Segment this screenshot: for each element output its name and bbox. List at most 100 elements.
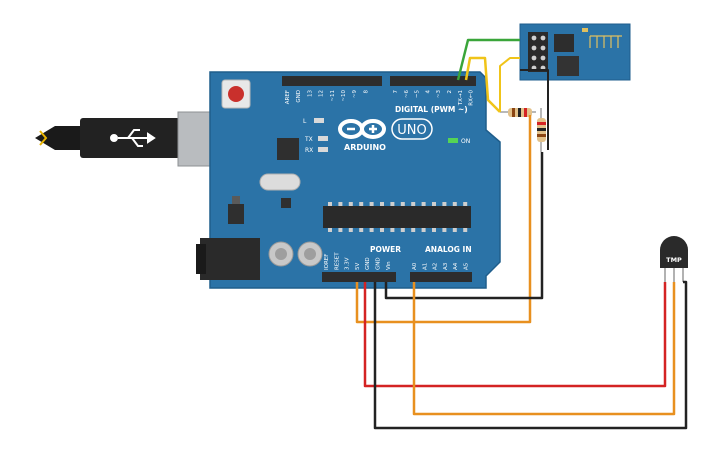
svg-text:RX: RX (305, 147, 313, 154)
top-pin-label-3: 12 (319, 90, 325, 97)
chip-pin (348, 228, 353, 232)
power-header-title: POWER (370, 245, 401, 254)
analog-pin-label-4: A4 (453, 262, 459, 270)
chip-pin (359, 202, 364, 206)
svg-text:TX: TX (304, 136, 313, 143)
esp-pin[interactable] (540, 45, 546, 51)
digital-header-title: DIGITAL (PWM ~) (395, 105, 468, 114)
top-pin-label-4: ~11 (330, 90, 336, 102)
power-pin-label-2: 3.3V (345, 257, 351, 270)
chip-pin (452, 202, 457, 206)
chip-pin (380, 202, 384, 206)
small-chip (281, 198, 291, 208)
chip-pin (369, 228, 374, 232)
chip-pin (432, 228, 436, 232)
analog-pin-label-0: A0 (412, 262, 418, 270)
svg-text:L: L (303, 118, 307, 125)
capacitors (268, 241, 323, 267)
chip-pin (328, 202, 332, 206)
chip-pin (421, 202, 426, 206)
crystal-oscillator (259, 173, 301, 191)
tmp36-temperature-sensor[interactable]: TMP (660, 236, 688, 282)
wire-yellow[interactable] (464, 56, 501, 113)
model-label: UNO (397, 123, 426, 138)
brand-label: ARDUINO (344, 143, 386, 152)
esp-pin[interactable] (540, 55, 546, 61)
esp-pin[interactable] (531, 55, 537, 61)
power-led: ON (448, 138, 470, 145)
analog-header-title: ANALOG IN (425, 245, 472, 254)
analog-pin-label-2: A2 (433, 263, 439, 270)
wire-black-gnd-sensor[interactable] (373, 280, 688, 430)
chip-pin (463, 228, 468, 232)
top-pin-label-15: RX←0 (469, 90, 475, 106)
top-pin-label-2: 13 (307, 90, 313, 97)
chip-pin (452, 228, 457, 232)
analog-pin-label-5: A5 (464, 262, 470, 270)
usb-interface-chip (277, 138, 299, 160)
wire-green[interactable] (456, 38, 520, 81)
dc-power-jack[interactable] (196, 238, 260, 280)
top-pin-label-11: 4 (425, 90, 431, 94)
wire-black-esp[interactable] (520, 69, 549, 150)
chip-pin (463, 202, 468, 206)
chip-pin (400, 202, 405, 206)
analog-pin-labels: A0 A1 A2 A3 A4 A5 (412, 262, 470, 270)
esp8266-wifi-module[interactable] (519, 23, 631, 81)
reset-button[interactable] (221, 79, 251, 109)
esp-pin[interactable] (531, 35, 537, 41)
power-header (322, 272, 396, 282)
usb-icon (110, 129, 156, 147)
chip-pin (380, 228, 384, 232)
uno-badge: UNO (391, 118, 433, 140)
power-pin-label-4: GND (365, 257, 371, 270)
chip-pin (411, 202, 416, 206)
top-pin-label-13: 2 (447, 90, 453, 94)
wire-yellow-esp[interactable] (499, 57, 520, 112)
resistor-vertical (537, 108, 546, 152)
wires (355, 38, 688, 430)
chip-pin (442, 202, 447, 206)
esp-pin[interactable] (540, 35, 546, 41)
chip-pin (369, 202, 374, 206)
chip-pin (411, 228, 416, 232)
status-leds: L TX RX (303, 118, 328, 154)
top-pin-label-14: TX→1 (458, 90, 464, 106)
top-pin-label-1: GND (296, 90, 302, 103)
chip-pin (432, 202, 436, 206)
top-pin-label-6: ~9 (352, 90, 358, 99)
top-pin-label-9: ~6 (404, 90, 410, 99)
power-pin-label-0: IOREF (324, 254, 330, 270)
wire-red[interactable] (363, 282, 667, 388)
analog-pin-label-1: A1 (422, 263, 428, 270)
chip-pin (338, 228, 343, 232)
chip-pin (421, 228, 426, 232)
wire-black-gnd-esp[interactable] (384, 152, 544, 300)
chip-pin (348, 202, 353, 206)
analog-header (410, 272, 472, 282)
power-pin-label-6: Vin (386, 261, 392, 270)
top-pin-label-12: ~3 (436, 90, 442, 99)
resistor-horizontal (500, 108, 536, 117)
top-pin-label-8: 7 (393, 90, 399, 94)
chip-pin (442, 228, 447, 232)
usb-cable[interactable] (35, 111, 225, 167)
esp-pin[interactable] (531, 45, 537, 51)
chip-pin (390, 202, 395, 206)
top-pin-label-10: ~5 (415, 90, 421, 99)
chip-pin (338, 202, 343, 206)
chip-pin (390, 228, 395, 232)
wire-orange-a0[interactable] (412, 282, 676, 416)
power-pin-label-5: GND (376, 257, 382, 270)
power-pin-label-1: RESET (334, 252, 340, 270)
analog-pin-label-3: A3 (443, 262, 449, 270)
top-pin-label-7: 8 (363, 90, 369, 94)
wire-orange-5v[interactable] (355, 115, 532, 324)
arduino-infinity-icon (338, 119, 386, 139)
digital-header (282, 76, 476, 86)
chip-pin (400, 228, 405, 232)
